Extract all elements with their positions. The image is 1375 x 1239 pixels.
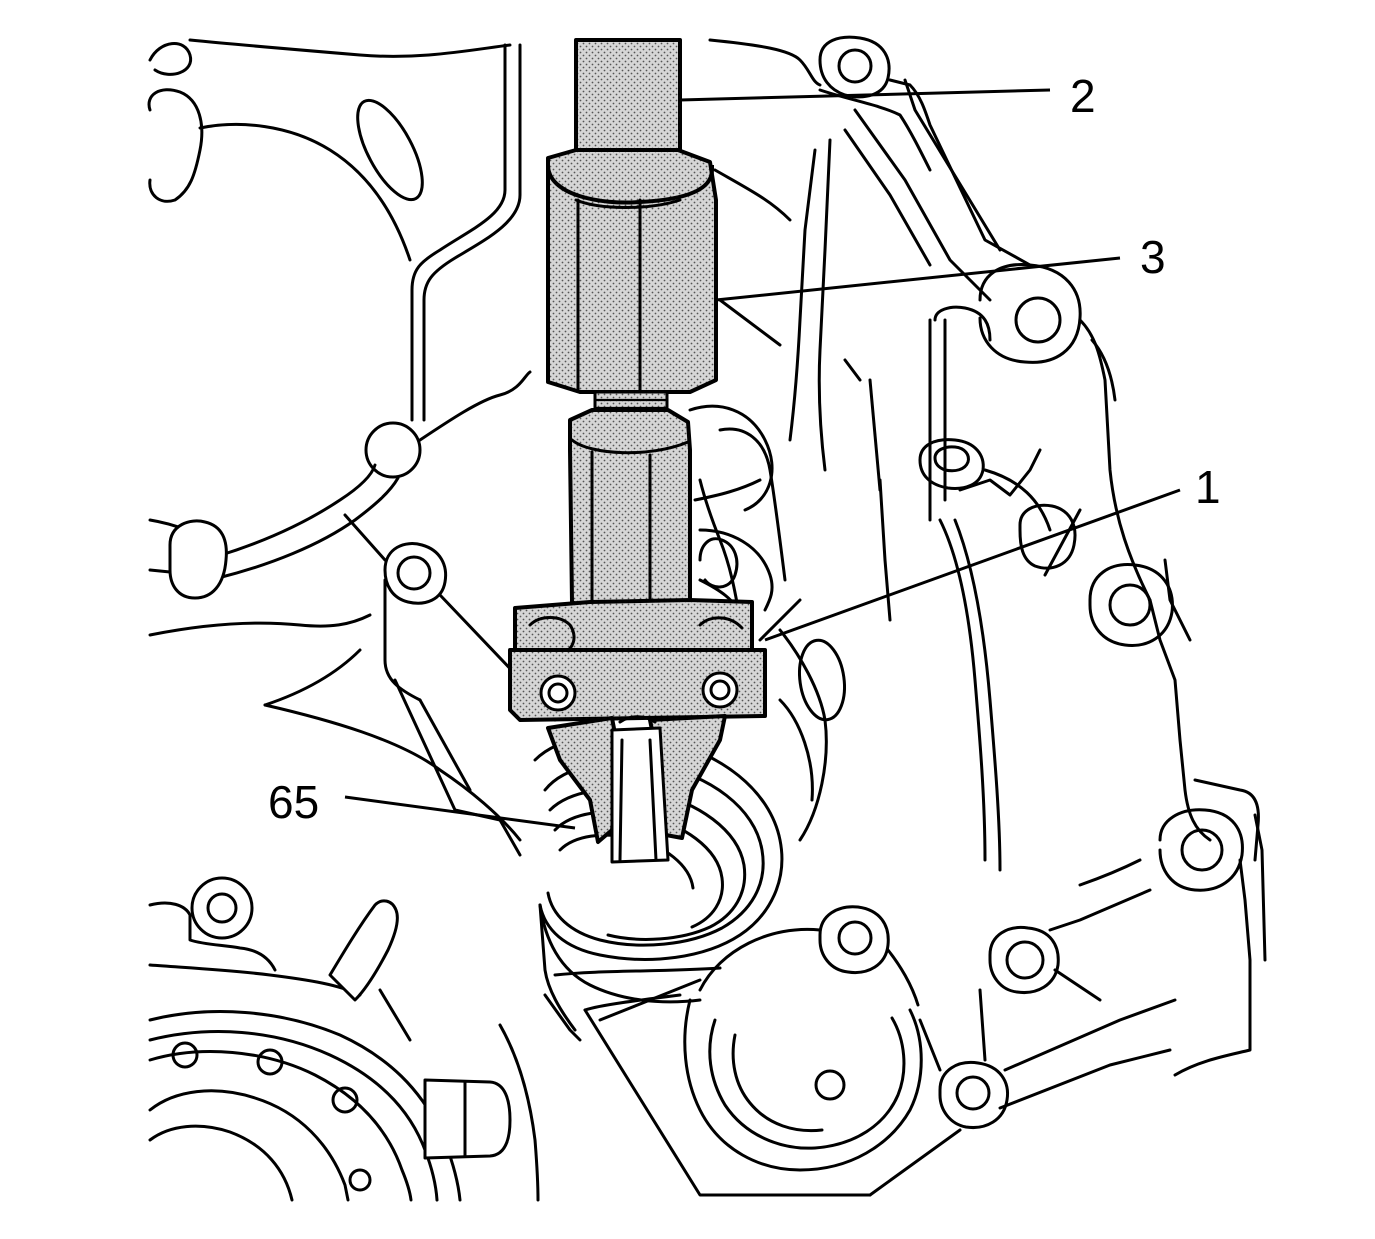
leader-1: [764, 488, 1181, 642]
crossbar-bolt-right: [701, 671, 739, 709]
leader-2: [679, 88, 1051, 102]
crossbar-bolt-left: [539, 674, 577, 712]
puller-tool-assembly: [508, 38, 767, 864]
puller-jaw-left: [546, 716, 622, 844]
callout-leaders: [344, 88, 1181, 830]
leader-65: [344, 795, 576, 830]
transmission-housing: [147, 35, 1267, 1202]
callout-labels: 2 3 1 65: [268, 70, 1221, 828]
callout-3: 3: [1140, 231, 1166, 283]
callout-1: 1: [1195, 461, 1221, 513]
leader-3: [715, 256, 1121, 302]
hex-coupler: [568, 408, 692, 614]
puller-crossbar-top: [513, 598, 754, 652]
callout-65: 65: [268, 776, 319, 828]
callout-2: 2: [1070, 70, 1096, 122]
hex-adapter: [546, 148, 718, 394]
